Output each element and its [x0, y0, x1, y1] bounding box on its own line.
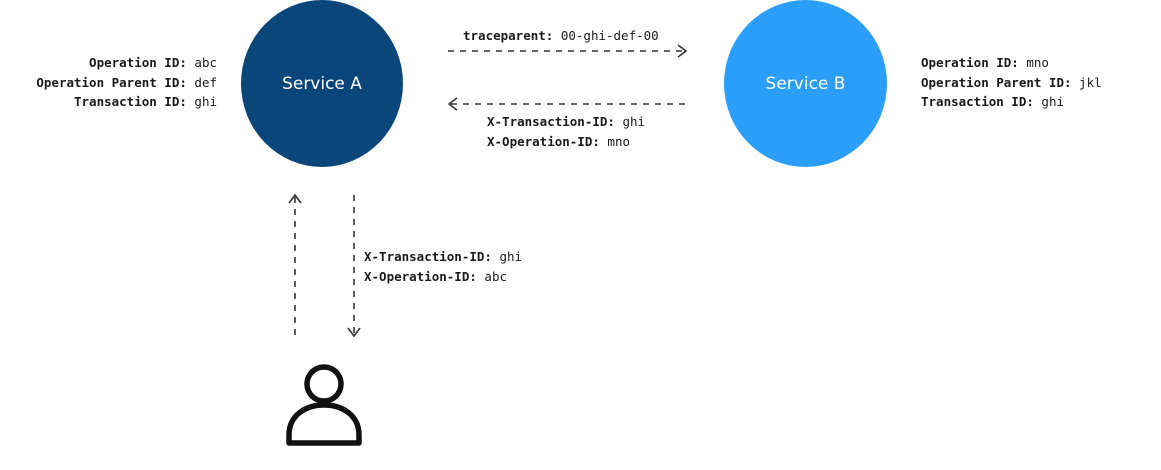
service-b-ids: Operation ID: mno Operation Parent ID: j… [921, 53, 1102, 112]
user-response-transaction-id: X-Transaction-ID: ghi [364, 249, 523, 264]
request-header-label: traceparent: 00-ghi-def-00 [463, 28, 659, 43]
service-a-node: Service A [241, 0, 403, 167]
user-response-operation-id: X-Operation-ID: abc [364, 268, 507, 284]
response-transaction-id: X-Transaction-ID: ghi [487, 114, 646, 129]
response-arrowhead [447, 97, 458, 111]
service-b-label: Service B [765, 73, 846, 94]
user-to-a-arrowhead [288, 193, 302, 204]
service-b-operation-id: Operation ID: mno [921, 55, 1049, 70]
user-response-headers-label: X-Transaction-ID: ghi X-Operation-ID: ab… [364, 247, 522, 286]
service-b-transaction-id: Transaction ID: ghi [921, 94, 1064, 109]
response-headers-label: X-Transaction-ID: ghi X-Operation-ID: mn… [487, 112, 645, 151]
service-a-operation-parent-id: Operation Parent ID: def [36, 74, 217, 90]
response-operation-id: X-Operation-ID: mno [487, 133, 630, 149]
service-a-operation-id: Operation ID: abc [89, 55, 217, 70]
service-a-transaction-id: Transaction ID: ghi [74, 94, 217, 109]
request-arrowhead [677, 44, 688, 58]
a-to-user-arrowhead [347, 327, 361, 338]
service-b-operation-parent-id: Operation Parent ID: jkl [921, 74, 1102, 90]
service-a-ids: Operation ID: abc Operation Parent ID: d… [36, 53, 217, 112]
user-icon [286, 364, 362, 446]
service-b-node: Service B [724, 0, 887, 167]
service-a-label: Service A [282, 73, 362, 94]
